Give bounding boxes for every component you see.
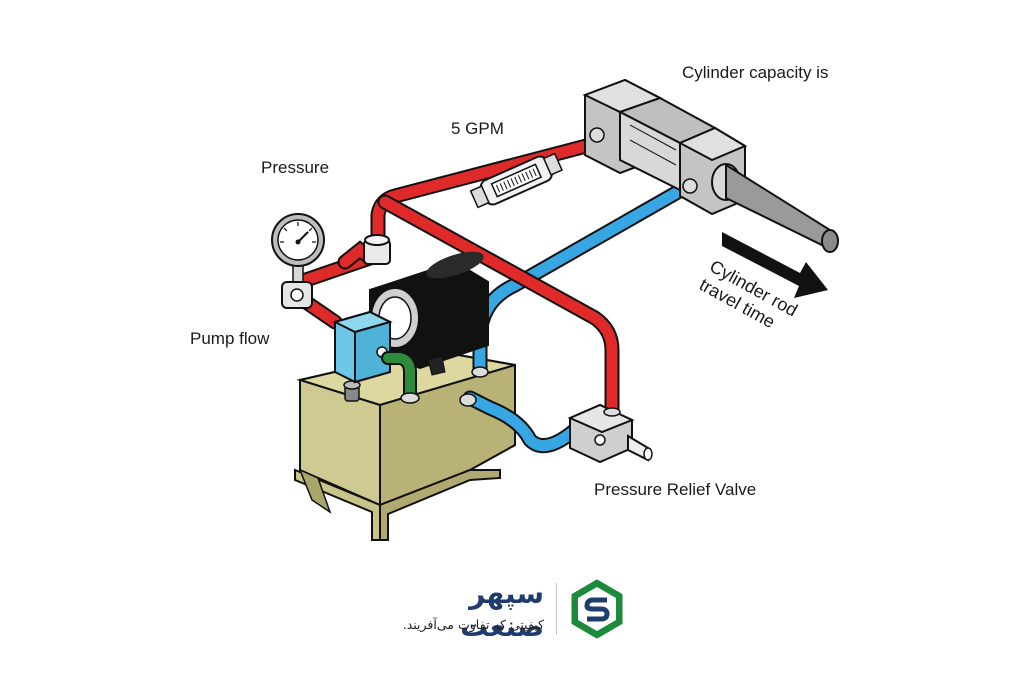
pressure-label: Pressure [261,158,330,177]
relief-valve-label: Pressure Relief Valve [594,480,757,499]
brand-name: سپهر صنعت [460,577,544,643]
pressure-relief-valve [567,403,653,464]
hydraulic-pump [332,310,393,384]
logo-divider [556,583,557,635]
flow-rate-label: 5 GPM [451,119,504,138]
brand-tagline: کیفیتی که تفاوت می‌آفریند. [402,617,544,632]
suction-line [381,351,489,407]
tee-fitting [363,234,391,265]
hexagon-s-logo-icon [571,579,623,639]
flow-meter [469,152,563,209]
pump-flow-label: Pump flow [190,329,270,348]
hydraulic-cylinder [582,78,839,253]
travel-direction-arrow [722,232,828,298]
cylinder-capacity-label: Cylinder capacity is [682,63,829,82]
pressure-gauge [271,213,325,309]
pressure-line [292,137,620,423]
